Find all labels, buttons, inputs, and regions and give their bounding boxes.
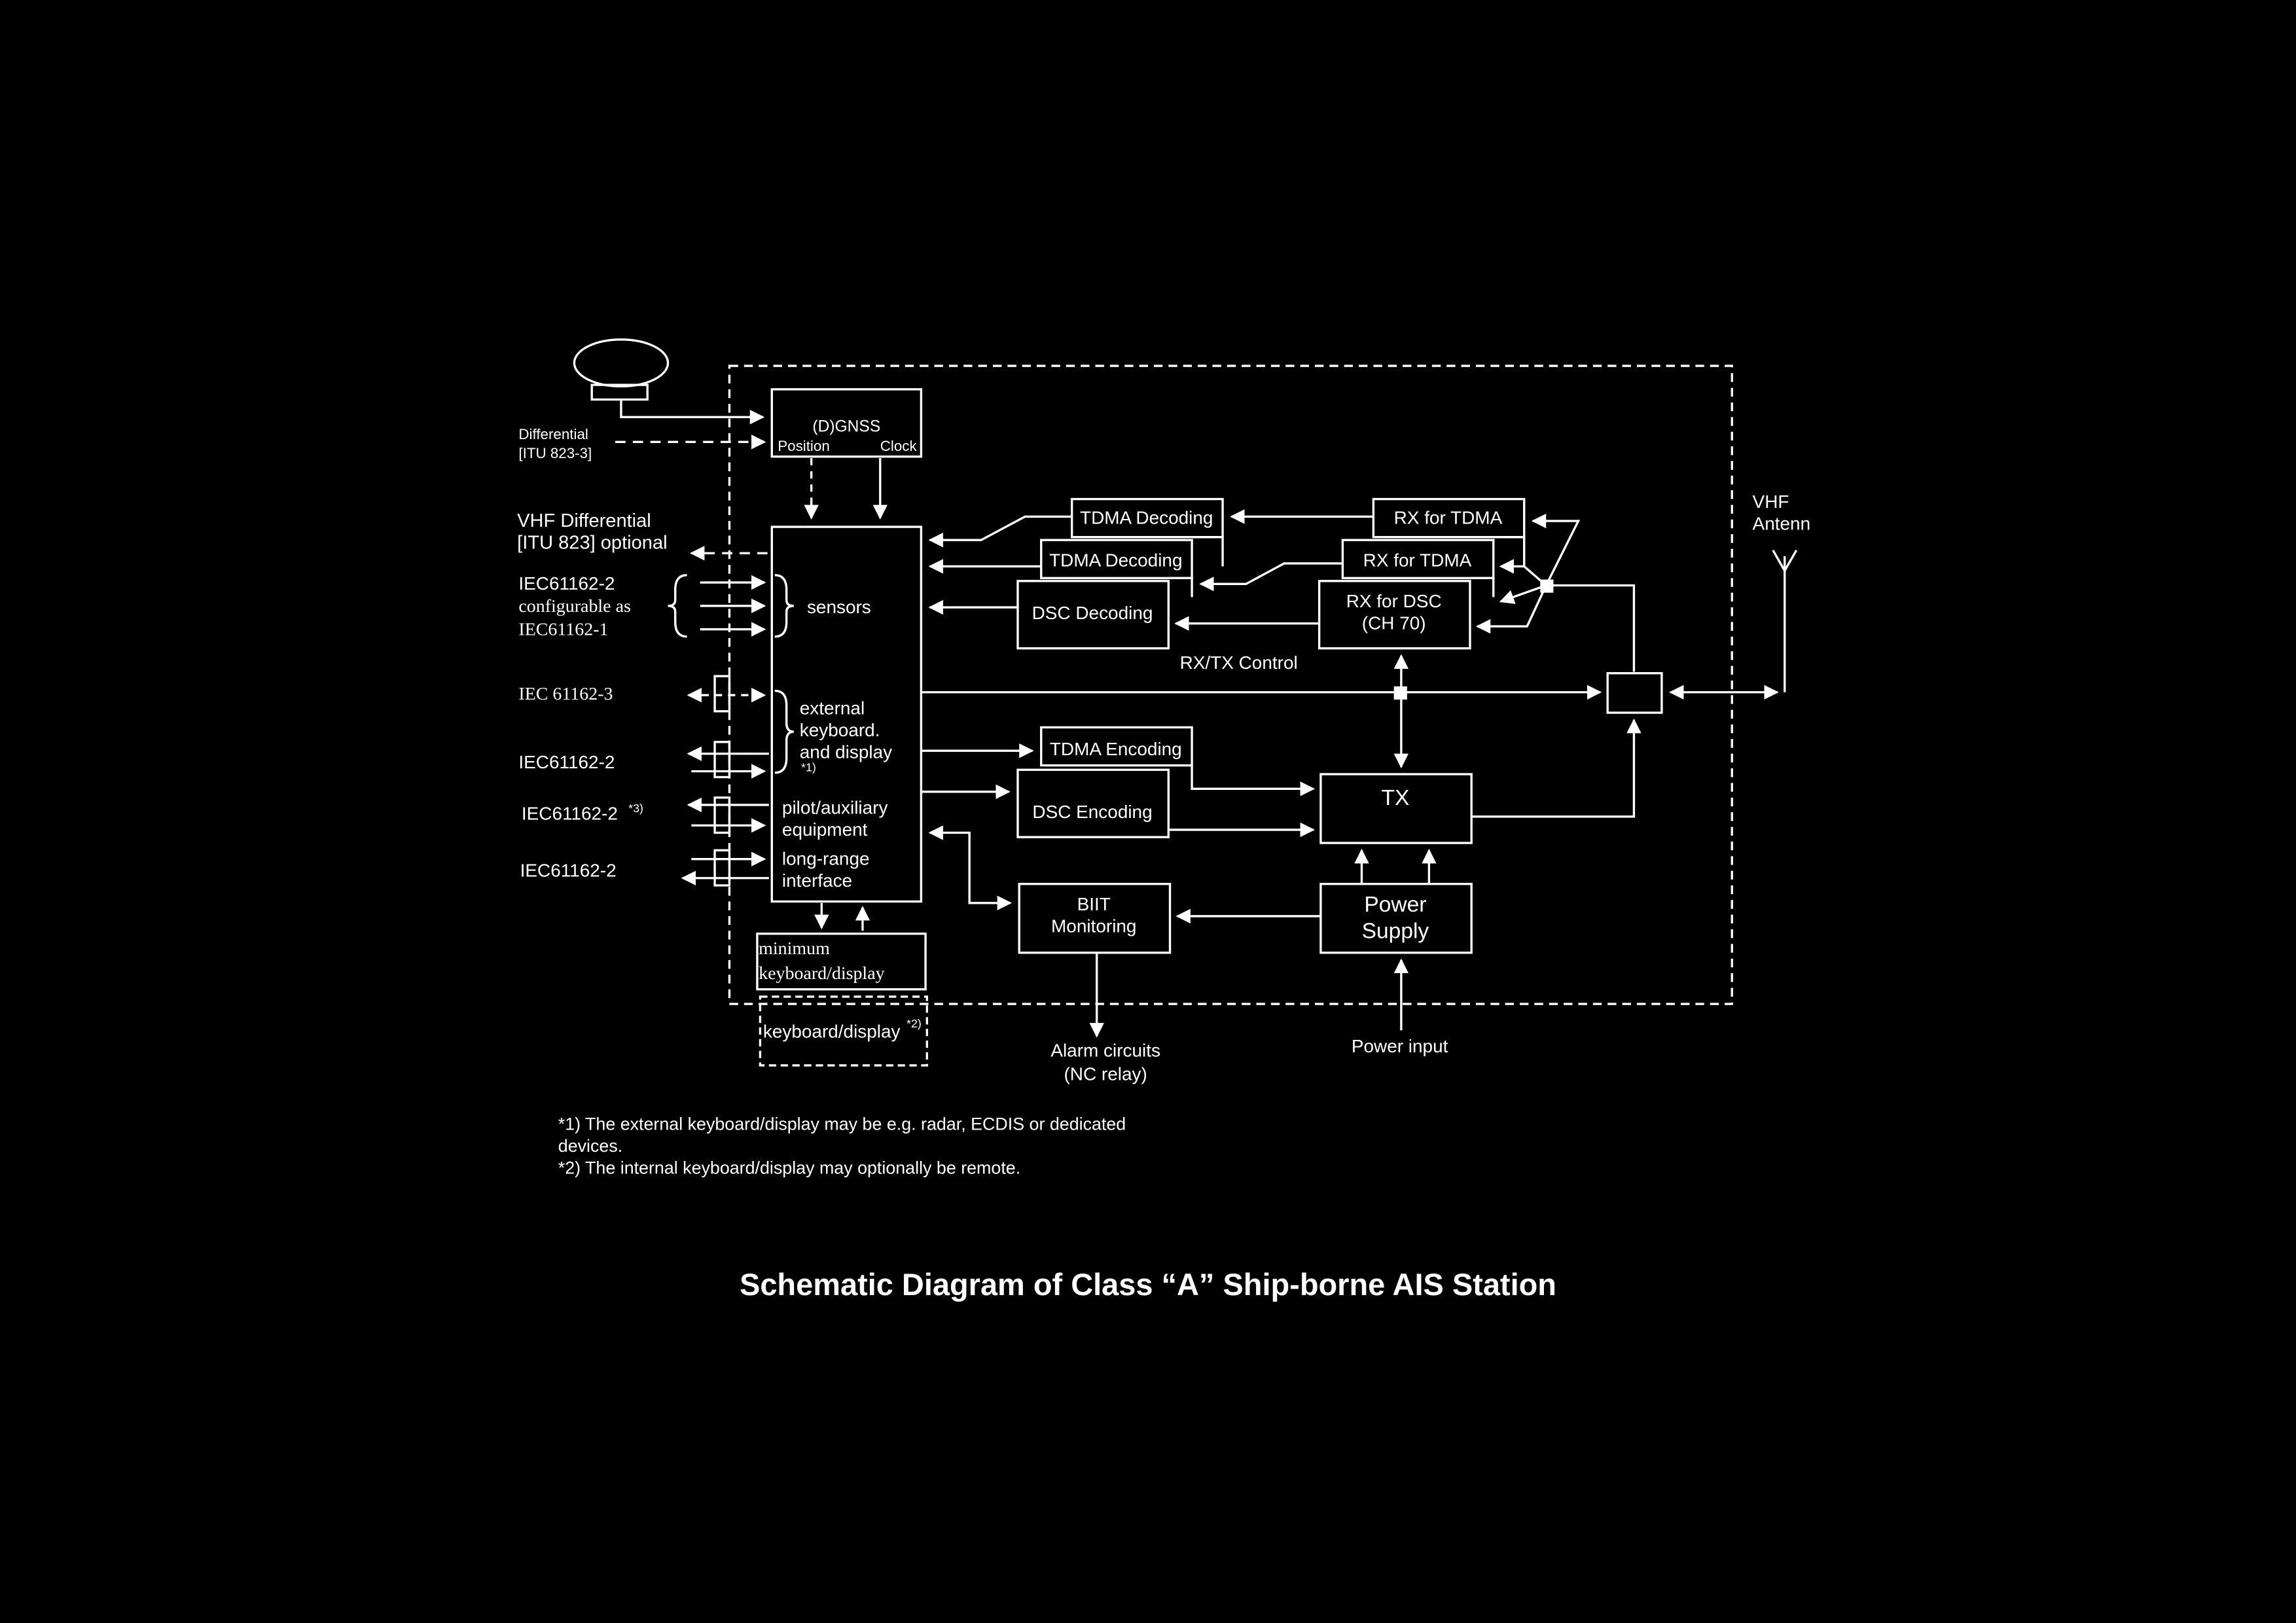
external-label-line1: external (800, 698, 865, 718)
rx-tdma-block-2 (1341, 539, 1495, 579)
differential-label-line1: Differential (518, 426, 588, 442)
iec-label-2a: IEC61162-2 (518, 752, 615, 772)
main-processor-block (770, 526, 923, 903)
differential-label-line2: [ITU 823-3] (518, 445, 592, 461)
power-supply-block (1319, 883, 1473, 954)
rx-dsc-label-line2: (CH 70) (1362, 613, 1426, 633)
biit-label-line2: Monitoring (1051, 916, 1136, 936)
power-input-label: Power input (1352, 1036, 1448, 1056)
iec-sensor-label-line3: IEC61162-1 (518, 620, 608, 640)
iec-sensor-label-line1: IEC61162-2 (518, 573, 615, 594)
dsc-decoding-block (1016, 580, 1170, 650)
iec-label-2b-note: *3) (628, 802, 643, 815)
kbd-display-label: keyboard/display (763, 1022, 901, 1042)
iec-label-2c: IEC61162-2 (520, 861, 617, 881)
rxtx-control-label: RX/TX Control (1180, 652, 1298, 673)
rx-dsc-block (1318, 580, 1471, 650)
vhf-antenna-label-line2: Antenn (1753, 514, 1811, 534)
minimum-keyboard-block (756, 933, 927, 991)
biit-label-line1: BIIT (1077, 894, 1111, 914)
power-supply-label-line2: Supply (1362, 919, 1429, 943)
min-keyboard-label-line2: keyboard/display (759, 963, 884, 984)
longrange-label-line2: interface (782, 870, 852, 891)
tdma-decoding-block-2 (1040, 539, 1193, 579)
tdma-decoding-label-1: TDMA Decoding (1080, 508, 1213, 528)
vhf-antenna-label-line1: VHF (1753, 491, 1789, 512)
dgnss-title: (D)GNSS (812, 418, 880, 436)
kbd-display-footnote-ref: *2) (906, 1017, 922, 1030)
rx-tdma-label-1: RX for TDMA (1394, 508, 1503, 528)
vhf-diff-label-line1: VHF Differential (517, 510, 651, 531)
iec-label-3: IEC 61162-3 (518, 684, 613, 704)
external-label-line2: keyboard. (800, 720, 880, 740)
footnote-1-line1: *1) The external keyboard/display may be… (558, 1114, 1126, 1133)
remote-keyboard-block (759, 995, 929, 1067)
iec-label-2b: IEC61162-2 (522, 803, 618, 823)
antenna-switch-block (1606, 671, 1663, 714)
dsc-encoding-label: DSC Encoding (1032, 802, 1152, 822)
iec-sensor-label-line2: configurable as (518, 596, 630, 616)
footnote-2: *2) The internal keyboard/display may op… (558, 1158, 1020, 1177)
pilot-label-line1: pilot/auxiliary (782, 797, 888, 817)
dgnss-position-label: Position (778, 438, 830, 454)
diagram-title: Schematic Diagram of Class “A” Ship-born… (740, 1267, 1556, 1302)
tdma-decoding-label-2: TDMA Decoding (1049, 550, 1182, 570)
alarm-label-line1: Alarm circuits (1050, 1041, 1160, 1061)
vhf-antenna-icon (1772, 549, 1798, 692)
external-label-line3: and display (800, 741, 892, 762)
tdma-encoding-label: TDMA Encoding (1050, 739, 1182, 759)
tx-block (1319, 773, 1473, 844)
rx-tdma-block-1 (1372, 497, 1526, 539)
pilot-label-line2: equipment (782, 819, 868, 840)
rx-dsc-label-line1: RX for DSC (1346, 591, 1442, 611)
external-footnote-ref: *1) (801, 761, 816, 774)
tdma-encoding-block (1040, 726, 1193, 767)
longrange-label-line1: long-range (782, 849, 870, 869)
sensors-label: sensors (807, 597, 871, 617)
alarm-label-line2: (NC relay) (1064, 1063, 1147, 1084)
rx-tdma-label-2: RX for TDMA (1363, 550, 1472, 570)
dsc-encoding-block (1016, 768, 1170, 838)
min-keyboard-label-line1: minimum (759, 938, 830, 959)
biit-monitoring-block (1018, 883, 1172, 954)
dsc-decoding-label: DSC Decoding (1032, 603, 1153, 623)
footnote-1-line2: devices. (558, 1136, 622, 1156)
vhf-diff-label-line2: [ITU 823] optional (517, 533, 667, 554)
dgnss-block (770, 388, 923, 458)
tx-label: TX (1381, 786, 1409, 810)
gnss-antenna-icon (573, 338, 765, 425)
power-supply-label-line1: Power (1364, 893, 1426, 917)
dgnss-clock-label: Clock (880, 438, 918, 454)
tdma-decoding-block-1 (1071, 497, 1224, 539)
